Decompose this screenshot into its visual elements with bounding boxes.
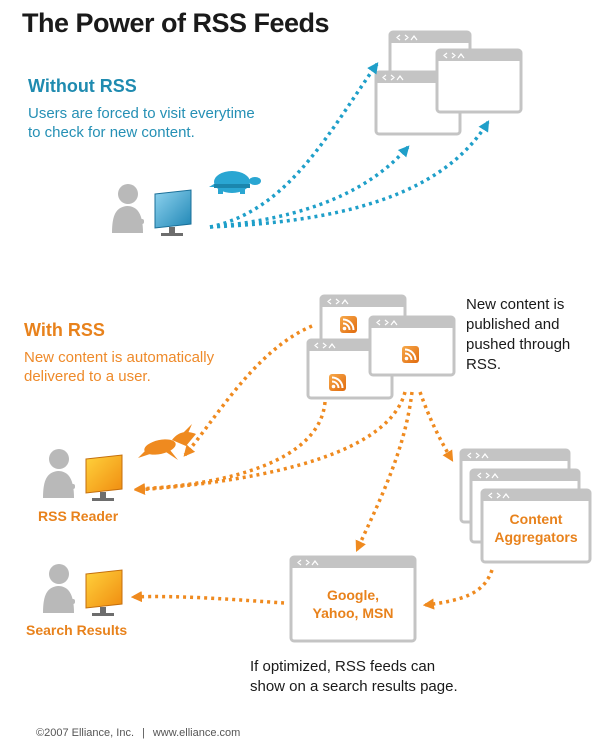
user-icon bbox=[112, 184, 144, 233]
search-engines-label: Google, Yahoo, MSN bbox=[312, 587, 394, 621]
with-rss-heading: With RSS bbox=[24, 320, 105, 340]
browser-window-icon bbox=[289, 555, 417, 643]
without-rss-description: Users are forced to visit everytime to c… bbox=[28, 105, 255, 141]
monitor-icon bbox=[85, 454, 123, 502]
footer: ©2007 Elliance, Inc. | www.elliance.com bbox=[36, 727, 240, 739]
without-rss-arrows bbox=[209, 62, 490, 229]
turtle-icon bbox=[209, 171, 261, 194]
publish-note: New content is published and pushed thro… bbox=[466, 296, 571, 373]
search-results-label: Search Results bbox=[26, 622, 128, 638]
monitor-icon bbox=[154, 189, 192, 237]
rss-icon bbox=[328, 373, 347, 392]
content-aggregators-label: Content Aggregators bbox=[494, 511, 578, 545]
with-rss-arrows bbox=[130, 324, 494, 610]
copyright-text: ©2007 Elliance, Inc. bbox=[36, 727, 134, 739]
rss-icon bbox=[401, 345, 420, 364]
rss-icon bbox=[339, 315, 358, 334]
with-rss-description: New content is automatically delivered t… bbox=[24, 349, 215, 385]
website-link[interactable]: www.elliance.com bbox=[152, 727, 241, 739]
footer-separator: | bbox=[142, 727, 145, 739]
page-title: The Power of RSS Feeds bbox=[22, 8, 330, 38]
monitor-icon bbox=[85, 569, 123, 617]
rabbit-icon bbox=[138, 424, 196, 460]
user-icon bbox=[43, 564, 75, 613]
search-note: If optimized, RSS feeds can show on a se… bbox=[250, 658, 458, 695]
rss-reader-label: RSS Reader bbox=[38, 508, 119, 524]
without-rss-heading: Without RSS bbox=[28, 76, 137, 96]
user-icon bbox=[43, 449, 75, 498]
browser-window-icon bbox=[480, 488, 592, 564]
browser-window-icon bbox=[435, 48, 523, 114]
